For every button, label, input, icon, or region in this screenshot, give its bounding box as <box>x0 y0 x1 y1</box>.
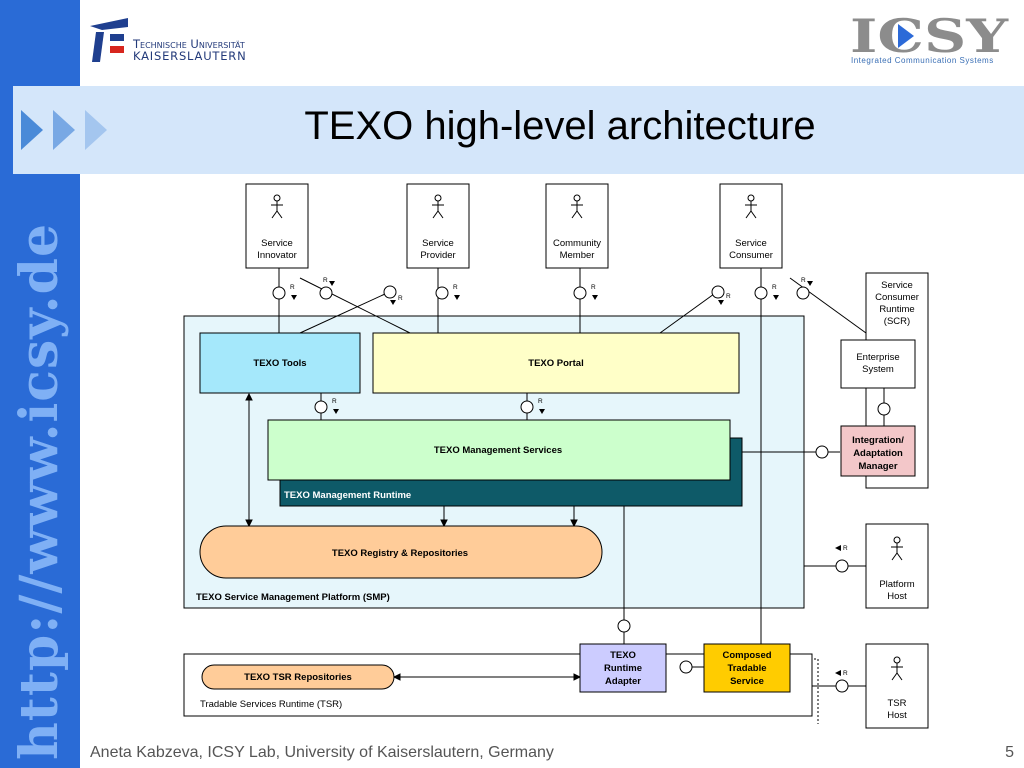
scr-line3: Runtime <box>879 304 914 315</box>
platform-host: Platform Host <box>865 523 929 609</box>
enterprise-system: Enterprise System <box>840 339 916 389</box>
icsy-play-icon <box>898 24 914 48</box>
svg-text:R: R <box>332 398 337 405</box>
svg-text:R: R <box>538 398 543 405</box>
icsy-tagline: Integrated Communication Systems <box>851 56 994 65</box>
svg-text:Enterprise: Enterprise <box>856 352 899 363</box>
svg-text:Adaptation: Adaptation <box>853 448 903 459</box>
svg-text:Service: Service <box>730 676 764 687</box>
svg-text:R: R <box>801 277 806 284</box>
svg-text:TEXO Registry & Repositories: TEXO Registry & Repositories <box>332 548 468 559</box>
tu-kaiserslautern-logo <box>90 18 128 62</box>
svg-text:Member: Member <box>560 250 595 261</box>
svg-text:R: R <box>591 284 596 291</box>
svg-text:Service: Service <box>735 238 767 249</box>
texo-registry-repositories: TEXO Registry & Repositories <box>199 525 603 579</box>
svg-text:Innovator: Innovator <box>257 250 297 261</box>
svg-text:Composed: Composed <box>722 650 771 661</box>
svg-text:R: R <box>290 284 295 291</box>
svg-text:TEXO Tools: TEXO Tools <box>253 358 306 369</box>
texo-portal: TEXO Portal <box>372 332 740 394</box>
svg-text:TEXO Management Runtime: TEXO Management Runtime <box>284 490 411 501</box>
university-name: Technische Universität Kaiserslautern <box>133 38 247 62</box>
footer-author: Aneta Kabzeva, ICSY Lab, University of K… <box>90 744 554 761</box>
svg-text:R: R <box>726 293 731 300</box>
actor-community-member: Community Member <box>545 183 609 269</box>
svg-text:R: R <box>843 545 848 552</box>
actor-service-innovator: Service Innovator <box>245 183 309 269</box>
integration-adaptation-manager: Integration/ Adaptation Manager <box>840 425 916 477</box>
icsy-logo-text: ICSY <box>850 14 1009 63</box>
triple-arrow-icon <box>21 110 107 150</box>
scr-line4: (SCR) <box>884 316 910 327</box>
svg-text:Service: Service <box>261 238 293 249</box>
page-title: TEXO high-level architecture <box>304 104 816 148</box>
title-band <box>13 86 1024 174</box>
svg-text:TEXO Portal: TEXO Portal <box>528 358 583 369</box>
icsy-logo: ICSY <box>850 14 1009 63</box>
svg-text:R: R <box>398 295 403 302</box>
texo-runtime-adapter: TEXO Runtime Adapter <box>579 643 667 693</box>
scr-line1: Service <box>881 280 913 291</box>
svg-text:Adapter: Adapter <box>605 676 641 687</box>
svg-text:Platform: Platform <box>879 579 914 590</box>
svg-text:TSR: TSR <box>888 698 907 709</box>
scr-line2: Consumer <box>875 292 919 303</box>
svg-text:Manager: Manager <box>858 461 897 472</box>
svg-text:Host: Host <box>887 591 907 602</box>
interface-circles <box>272 285 891 693</box>
svg-text:R: R <box>453 284 458 291</box>
texo-tools: TEXO Tools <box>199 332 361 394</box>
tsr-host: TSR Host <box>865 643 929 729</box>
svg-text:Integration/: Integration/ <box>852 435 904 446</box>
texo-management-services: TEXO Management Services <box>267 419 731 481</box>
smp-label: TEXO Service Management Platform (SMP) <box>196 592 390 603</box>
svg-text:System: System <box>862 364 894 375</box>
composed-tradable-service: Composed Tradable Service <box>703 643 791 693</box>
svg-text:Provider: Provider <box>420 250 455 261</box>
svg-text:Runtime: Runtime <box>604 663 642 674</box>
actor-service-consumer: Service Consumer <box>719 183 783 269</box>
request-markers: R R R R R R R R R R R R <box>290 277 848 677</box>
actor-service-provider: Service Provider <box>406 183 470 269</box>
texo-tsr-repositories: TEXO TSR Repositories <box>201 664 395 690</box>
svg-text:TEXO: TEXO <box>610 650 636 661</box>
page-number: 5 <box>1005 744 1014 761</box>
svg-text:Consumer: Consumer <box>729 250 773 261</box>
svg-text:R: R <box>772 284 777 291</box>
svg-text:Community: Community <box>553 238 601 249</box>
svg-text:Service: Service <box>422 238 454 249</box>
tsr-label: Tradable Services Runtime (TSR) <box>200 699 342 710</box>
svg-text:TEXO Management Services: TEXO Management Services <box>434 445 562 456</box>
svg-text:R: R <box>843 670 848 677</box>
svg-text:R: R <box>323 277 328 284</box>
svg-text:Host: Host <box>887 710 907 721</box>
svg-text:Tradable: Tradable <box>727 663 766 674</box>
svg-text:TEXO TSR Repositories: TEXO TSR Repositories <box>244 672 352 683</box>
university-line2: Kaiserslautern <box>133 49 247 63</box>
university-line1: Technische Universität <box>133 37 245 51</box>
